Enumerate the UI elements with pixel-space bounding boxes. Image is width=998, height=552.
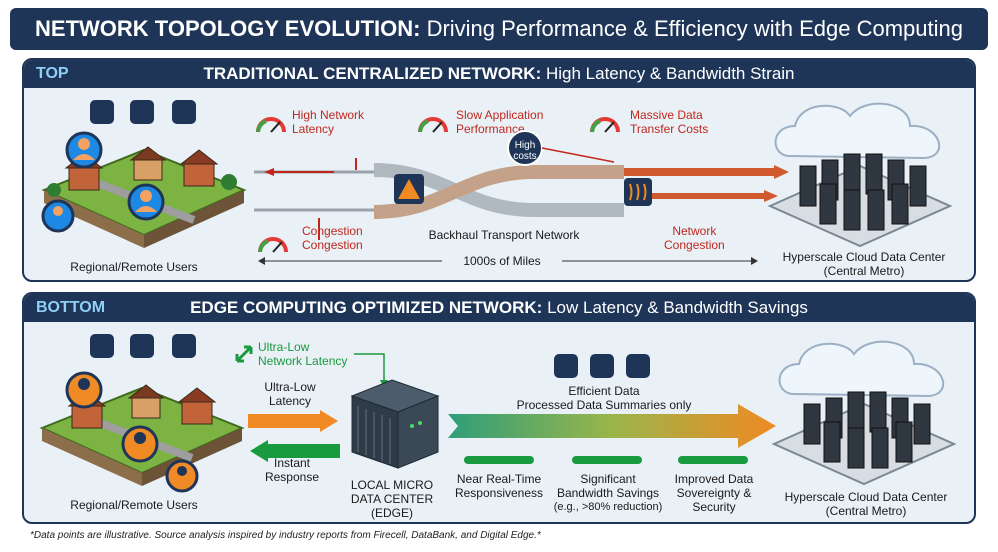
bottom-dc-label: Hyperscale Cloud Data Center(Central Met…: [784, 490, 948, 518]
video-icon: [130, 100, 154, 124]
benefit3-bar: [678, 456, 748, 464]
cloud-datacenter-illustration: [771, 340, 957, 486]
cloud-datacenter-illustration: [767, 102, 953, 248]
main-title-banner: NETWORK TOPOLOGY EVOLUTION: Driving Perf…: [10, 8, 988, 50]
top-panel: TOP TRADITIONAL CENTRALIZED NETWORK: Hig…: [22, 58, 976, 282]
top-panel-header: TOP TRADITIONAL CENTRALIZED NETWORK: Hig…: [24, 60, 974, 88]
road-icon: [90, 100, 114, 124]
bottom-title: EDGE COMPUTING OPTIMIZED NETWORK: Low La…: [24, 294, 974, 322]
top-users-label: Regional/Remote Users: [70, 260, 198, 274]
micro-datacenter-illustration: [350, 379, 440, 469]
top-title-bold: TRADITIONAL CENTRALIZED NETWORK:: [203, 64, 542, 83]
road-icon: [90, 334, 114, 358]
top-tag: TOP: [36, 65, 69, 82]
wifi-icon: [172, 100, 196, 124]
road-icon: [554, 354, 578, 378]
green-double-arrow-icon: [235, 345, 253, 363]
benefit2-bar: [572, 456, 642, 464]
top-title: TRADITIONAL CENTRALIZED NETWORK: High La…: [24, 60, 974, 88]
backhaul-pipes: [254, 130, 789, 240]
footnote: *Data points are illustrative. Source an…: [30, 530, 541, 541]
miles-label: 1000s of Miles: [442, 254, 562, 268]
wifi-icon: [172, 334, 196, 358]
backhaul-label: Backhaul Transport Network: [428, 228, 580, 242]
gauge-icon: [256, 117, 286, 133]
video-icon: [130, 334, 154, 358]
village-illustration: [39, 371, 245, 493]
wifi-icon: [626, 354, 650, 378]
top-dc-label: Hyperscale Cloud Data Center(Central Met…: [782, 250, 946, 278]
main-title-rest: Driving Performance & Efficiency with Ed…: [420, 16, 963, 41]
bottom-title-rest: Low Latency & Bandwidth Savings: [542, 298, 808, 317]
bottom-panel: BOTTOM EDGE COMPUTING OPTIMIZED NETWORK:…: [22, 292, 976, 524]
gauge-icon: [590, 117, 620, 133]
main-title-bold: NETWORK TOPOLOGY EVOLUTION:: [35, 16, 421, 41]
bottom-tag: BOTTOM: [36, 299, 106, 316]
bottom-users-label: Regional/Remote Users: [70, 498, 198, 512]
efficient-data-arrow: [448, 404, 776, 448]
village-illustration: [41, 131, 247, 248]
local-arrows: [248, 410, 340, 462]
gauge-icon: [418, 117, 448, 133]
benefit1-bar: [464, 456, 534, 464]
bottom-panel-header: BOTTOM EDGE COMPUTING OPTIMIZED NETWORK:…: [24, 294, 974, 322]
bottom-title-bold: EDGE COMPUTING OPTIMIZED NETWORK:: [190, 298, 543, 317]
video-icon: [590, 354, 614, 378]
top-title-rest: High Latency & Bandwidth Strain: [541, 64, 795, 83]
gauge-icon: [258, 237, 288, 253]
